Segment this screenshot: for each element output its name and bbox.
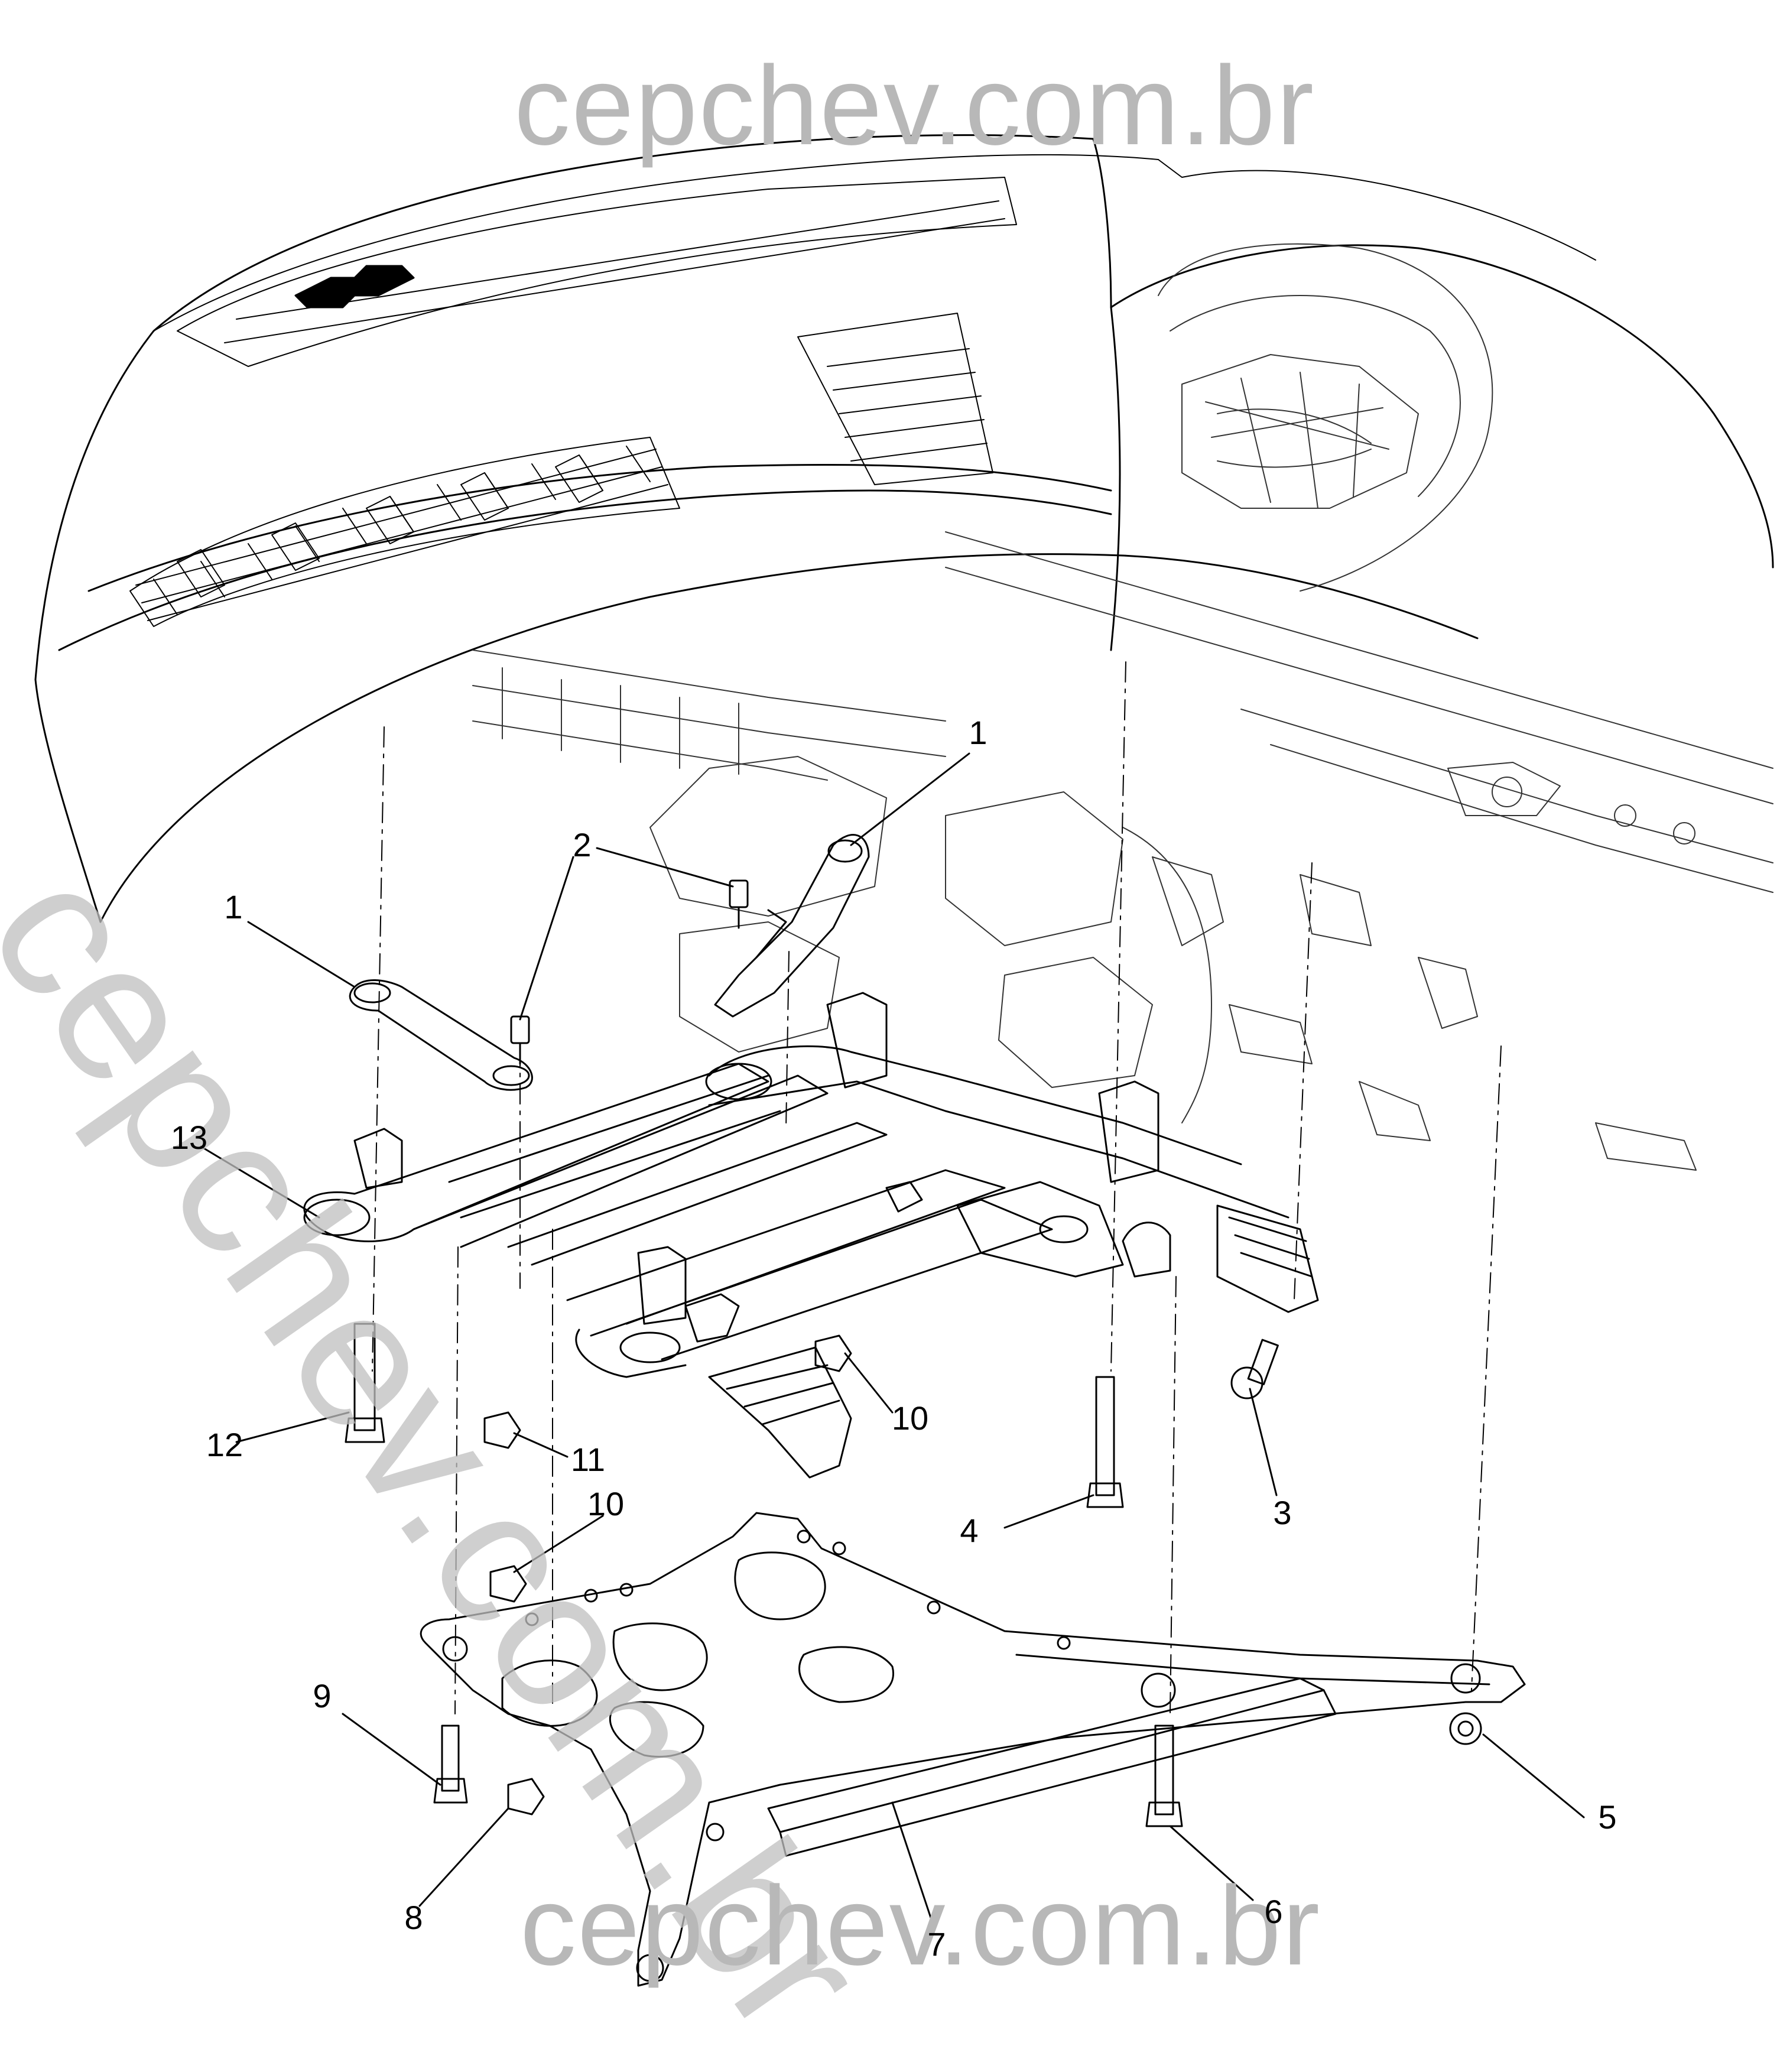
callout-8: 8	[404, 1899, 423, 1936]
bolt-6-icon	[1145, 1724, 1183, 1827]
bolt-9-icon	[433, 1724, 468, 1804]
upper-brace	[714, 834, 870, 1018]
bolt-4-icon	[1086, 1376, 1124, 1508]
brace-left	[349, 979, 533, 1091]
callout-1-left-brace: 1	[224, 888, 243, 925]
callout-2: 2	[573, 826, 592, 863]
exploded-view-diagram: cepchev.com.br cepchev.com.br cepchev.co…	[0, 43, 1774, 2070]
callout-13: 13	[170, 1119, 208, 1156]
callout-3: 3	[1273, 1494, 1292, 1531]
lower-grille	[129, 437, 680, 627]
callout-10-lower: 10	[587, 1485, 625, 1522]
nut-8-icon	[507, 1778, 545, 1816]
callout-10-upper: 10	[891, 1399, 929, 1437]
nut-10a-icon	[814, 1334, 852, 1372]
nut-10b-icon	[489, 1565, 527, 1603]
callout-1-upper-brace: 1	[969, 714, 988, 751]
callout-5: 5	[1598, 1798, 1617, 1836]
callout-9: 9	[313, 1677, 332, 1714]
upper-grille	[177, 177, 1017, 367]
fog-lamp-vent	[797, 313, 993, 485]
watermark-top: cepchev.com.br	[514, 43, 1315, 168]
nut-5-icon	[1449, 1712, 1482, 1745]
reinforcement-plate	[420, 1512, 1526, 1987]
bolt-3-icon	[1230, 1339, 1279, 1399]
callout-6: 6	[1264, 1893, 1283, 1930]
bowtie-emblem	[294, 265, 415, 308]
line-art	[34, 134, 1774, 1987]
nut-11-icon	[483, 1411, 521, 1449]
watermark-bottom: cepchev.com.br	[520, 1863, 1321, 1989]
wheel-house-structure	[472, 243, 1773, 1171]
bolt-2b-icon	[510, 1015, 530, 1065]
frame-cradle	[303, 992, 1319, 1479]
bolt-12-icon	[345, 1323, 385, 1443]
callout-4: 4	[960, 1512, 979, 1549]
bolt-2-icon	[729, 879, 749, 929]
leader-lines	[200, 752, 1585, 1928]
front-bumper-fascia	[34, 134, 1774, 923]
callout-12: 12	[206, 1426, 243, 1463]
fasteners	[345, 879, 1482, 1827]
callout-7: 7	[927, 1925, 946, 1963]
alignment-lines	[372, 661, 1502, 1714]
callout-11: 11	[570, 1441, 606, 1478]
